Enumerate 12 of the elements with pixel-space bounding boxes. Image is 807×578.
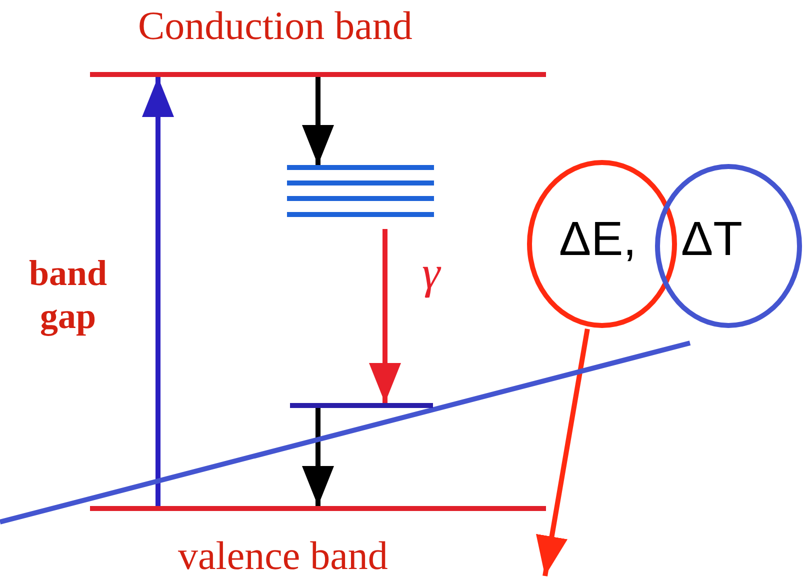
arrow bbox=[302, 408, 334, 506]
symbol-text: ΔT bbox=[681, 212, 742, 267]
text-label: valence band bbox=[178, 532, 388, 578]
arrow bbox=[302, 77, 334, 165]
ellipse bbox=[527, 160, 677, 328]
symbol-text: ΔE, bbox=[559, 212, 636, 267]
arrow bbox=[536, 328, 590, 576]
text-label: Conduction band bbox=[138, 2, 412, 49]
arrow bbox=[369, 229, 401, 403]
text-label: band gap bbox=[28, 252, 108, 338]
ellipse bbox=[655, 164, 802, 328]
line bbox=[0, 340, 691, 524]
